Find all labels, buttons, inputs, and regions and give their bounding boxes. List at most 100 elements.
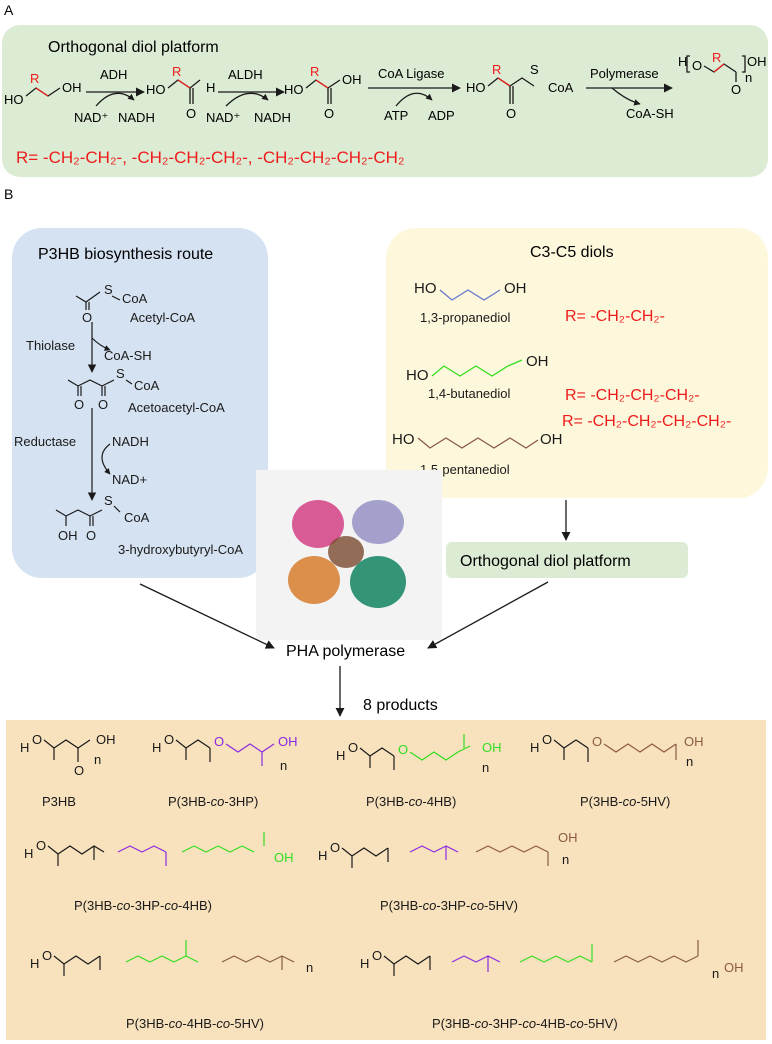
p6-3hp-unit <box>409 845 459 853</box>
polymerase-label: PHA polymerase <box>286 643 405 660</box>
p5-h: H <box>24 846 33 861</box>
butanediol-oh: OH <box>526 353 549 370</box>
panel-b-letter: B <box>4 186 13 202</box>
panel-a-box <box>2 25 768 177</box>
aldehyde-r-bond <box>177 79 191 89</box>
products-box <box>6 720 766 1040</box>
p8-4hb-unit <box>519 955 593 963</box>
p3-h: H <box>336 748 345 763</box>
p1-h: H <box>20 740 29 755</box>
polymer-n: n <box>745 70 752 85</box>
ligase-cofactor-curve <box>395 92 433 107</box>
hydroxybutyryl-oh: OH <box>58 528 78 543</box>
diols-box <box>386 228 768 498</box>
reductase-nadh: NADH <box>112 434 149 449</box>
p7-name: P(3HB-co-4HB-co-5HV) <box>126 1016 264 1031</box>
p8-oh: OH <box>724 960 744 975</box>
pentanediol-chain <box>417 437 539 449</box>
p6-n: n <box>562 852 569 867</box>
polymer-o2: O <box>731 82 741 97</box>
p8-name: P(3HB-co-3HP-co-4HB-co-5HV) <box>432 1016 618 1031</box>
adh-cofactor-curve <box>95 92 135 107</box>
diol-oh: OH <box>62 80 82 95</box>
propanediol-oh: OH <box>504 280 527 297</box>
p5-o: O <box>36 838 46 853</box>
p6-5hv-unit <box>475 845 549 853</box>
polymerase-release-curve <box>611 87 641 106</box>
acid-oh: OH <box>342 72 362 87</box>
polymer-bracket-right <box>742 55 746 73</box>
aldh-label: ALDH <box>228 67 263 82</box>
polymer-r-bond <box>713 63 725 73</box>
p1-o: O <box>32 732 42 747</box>
acylcoa-s: S <box>530 62 539 77</box>
propanediol-chain <box>439 289 501 301</box>
adh-nadh: NADH <box>118 110 155 125</box>
acetoacetyl-coa: CoA <box>134 378 160 393</box>
aldh-nadh: NADH <box>254 110 291 125</box>
p7-o: O <box>42 948 52 963</box>
pentanediol-ho: HO <box>392 431 415 448</box>
hydroxybutyryl-skeleton <box>55 509 103 517</box>
protein-core <box>328 536 364 568</box>
p3-o: O <box>348 740 358 755</box>
pha-polymerase-structure <box>256 470 442 640</box>
p4-5hv-unit <box>603 743 677 753</box>
ligase-atp: ATP <box>384 108 408 123</box>
p1-n: n <box>94 752 101 767</box>
pentanediol-oh: OH <box>540 431 563 448</box>
r3-label: R= -CH₂-CH₂-CH₂-CH₂- <box>562 413 731 430</box>
hydroxybutyryl-name: 3-hydroxybutyryl-CoA <box>118 542 243 557</box>
diol-r: R <box>30 71 39 86</box>
p7-backbone <box>53 955 101 965</box>
butanediol-ho: HO <box>406 367 429 384</box>
hydroxybutyryl-s: S <box>104 493 113 508</box>
product-structures: H O OH O n P3HB H O O OH n P(3HB-co-3HP)… <box>20 732 744 1031</box>
ligase-label: CoA Ligase <box>378 66 445 81</box>
pentanediol-name: 1,5-pentanediol <box>420 462 510 477</box>
thiolase-coash: CoA-SH <box>104 348 152 363</box>
acid-o: O <box>324 106 334 121</box>
protein-subunit-orange <box>288 556 340 604</box>
acylcoa-ho: HO <box>466 80 486 95</box>
p1-oh: OH <box>96 732 116 747</box>
p2-h: H <box>152 740 161 755</box>
p3-backbone <box>359 747 395 757</box>
products-count: 8 products <box>363 697 438 714</box>
protein-subunit-teal <box>350 556 406 608</box>
p6-backbone <box>341 847 389 857</box>
acylcoa-r: R <box>492 62 501 77</box>
r-group-definitions: R= -CH₂-CH₂-, -CH₂-CH₂-CH₂-, -CH₂-CH₂-CH… <box>16 148 404 167</box>
diols-title: C3-C5 diols <box>530 244 614 261</box>
p4-h: H <box>530 740 539 755</box>
protein-subunit-lavender <box>352 500 404 544</box>
p8-5hv-unit <box>613 955 699 963</box>
p6-oh: OH <box>558 830 578 845</box>
p2-o: O <box>164 732 174 747</box>
adh-nad: NAD⁺ <box>74 110 108 125</box>
hydroxybutyryl-coa: CoA <box>124 510 150 525</box>
p5-4hb-unit <box>181 845 255 853</box>
polymer-bracket-left <box>686 55 690 73</box>
p2-backbone <box>175 739 211 749</box>
diol-ho: HO <box>4 92 24 107</box>
aldh-cofactor-curve <box>225 92 269 107</box>
butanediol-name: 1,4-butanediol <box>428 386 511 401</box>
acetoacetyl-sc <box>125 379 133 385</box>
p8-backbone <box>383 955 431 965</box>
platform-box <box>446 542 688 578</box>
propanediol-ho: HO <box>414 280 437 297</box>
p7-h: H <box>30 956 39 971</box>
acylcoa-r-bond <box>497 77 511 87</box>
polymerase-coash: CoA-SH <box>626 106 674 121</box>
p3hb-pathway <box>55 291 133 526</box>
p1-backbone <box>43 739 91 749</box>
acylcoa-o: O <box>506 106 516 121</box>
thiolase-release-curve <box>91 337 111 351</box>
acetoacetyl-s: S <box>116 366 125 381</box>
p3-n: n <box>482 760 489 775</box>
p3-name: P(3HB-co-4HB) <box>366 794 456 809</box>
p1-name: P3HB <box>42 794 76 809</box>
p4-oh: OH <box>684 734 704 749</box>
